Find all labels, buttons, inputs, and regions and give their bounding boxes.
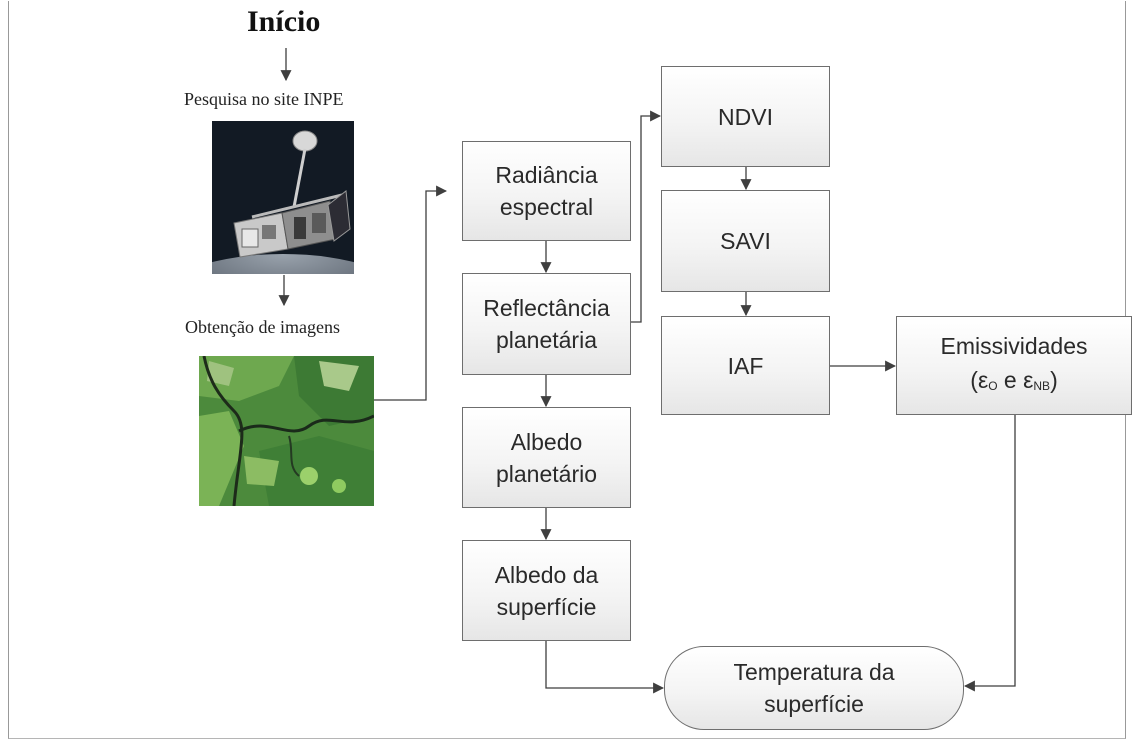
iaf-label: IAF xyxy=(727,352,764,379)
satellite-image xyxy=(212,121,354,274)
albedo-planetary-box: Albedo planetário xyxy=(462,407,631,508)
radiance-label: Radiância espectral xyxy=(495,162,598,220)
start-title: Início xyxy=(247,5,321,38)
arrow-image-to-radiance xyxy=(374,185,448,401)
arrow-emissivity-to-temperature xyxy=(963,415,1016,692)
ndvi-box: NDVI xyxy=(661,66,830,167)
acquire-step-label: Obtenção de imagens xyxy=(185,317,340,337)
epsilon-o-symbol: ε xyxy=(977,366,989,393)
temperature-terminal: Temperatura da superfície xyxy=(664,646,964,730)
landsat-scene-image xyxy=(199,356,374,506)
ndvi-label: NDVI xyxy=(718,103,773,130)
emissivity-title: Emissividades xyxy=(940,332,1088,359)
savi-label: SAVI xyxy=(720,228,771,254)
radiance-box: Radiância espectral xyxy=(462,141,631,241)
arrow-reflectance-to-ndvi xyxy=(631,110,662,323)
iaf-box: IAF xyxy=(661,316,830,415)
reflectance-label: Reflectância planetária xyxy=(483,295,610,353)
epsilon-nb-symbol: ε xyxy=(1023,366,1034,393)
arrow-albedo-surface-to-temperature xyxy=(545,641,665,694)
albedo-surface-label: Albedo da superfície xyxy=(494,561,599,620)
albedo-surface-box: Albedo da superfície xyxy=(462,540,631,641)
albedo-planetary-label: Albedo planetário xyxy=(495,428,598,487)
emissivity-box: Emissividades (εO e εNB) xyxy=(896,316,1132,415)
search-step-label: Pesquisa no site INPE xyxy=(184,89,344,109)
savi-box: SAVI xyxy=(661,190,830,292)
emissivity-symbols: (εO e εNB) xyxy=(970,366,1058,393)
temperature-label: Temperatura da superfície xyxy=(733,659,895,717)
reflectance-box: Reflectância planetária xyxy=(462,273,631,375)
